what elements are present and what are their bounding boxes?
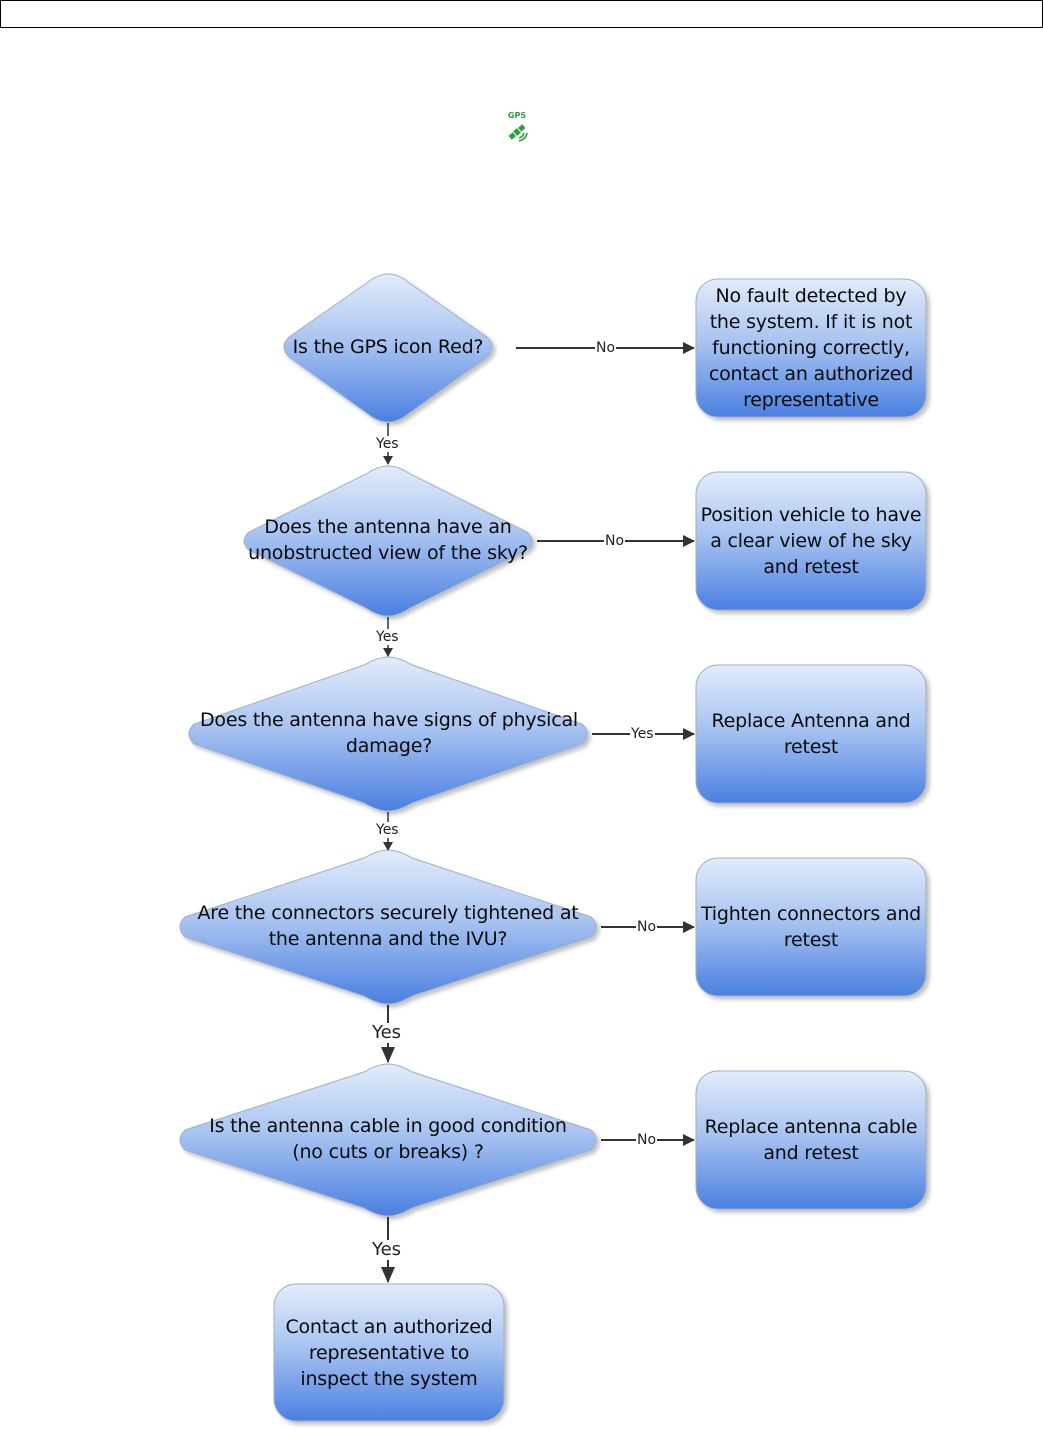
action-a1 (695, 278, 927, 418)
edge-label-q4-q5: Yes (371, 1022, 403, 1043)
decision-q1 (283, 273, 493, 423)
edge-label-q5-a6: Yes (371, 1239, 403, 1260)
gps-icon-label: GPS (508, 111, 526, 120)
decision-q4 (179, 849, 597, 1005)
action-a3-text: Replace Antenna and retest (711, 710, 911, 758)
decision-q4-text: Are the connectors securely tightened at… (197, 902, 579, 950)
header-bar (0, 0, 1043, 28)
decision-q2-text: Does the antenna have an unobstructed vi… (248, 516, 528, 564)
edge-label-q1-q2: Yes (375, 436, 400, 452)
action-a2 (695, 471, 927, 611)
edge-label-q4-a4: No (636, 919, 658, 935)
edge-label-q2-q3: Yes (375, 629, 400, 645)
edge-label-q1-a1: No (595, 340, 617, 356)
decision-q5 (179, 1063, 597, 1217)
action-a6 (273, 1283, 505, 1422)
action-a3 (695, 664, 927, 804)
edge-label-q3-a3: Yes (630, 726, 655, 742)
decision-q1-text: Is the GPS icon Red? (292, 336, 484, 358)
action-a2-text: Position vehicle to have a clear view of… (700, 504, 922, 578)
decision-q3-text: Does the antenna have signs of physical … (199, 709, 579, 757)
action-a4-text: Tighten connectors and retest (700, 903, 922, 951)
decision-q3 (188, 656, 588, 812)
action-a1-text: No fault detected by the system. If it i… (708, 285, 914, 411)
action-a5 (695, 1070, 927, 1210)
action-a4 (695, 857, 927, 997)
edge-label-q2-a2: No (604, 533, 626, 549)
decision-q5-text: Is the antenna cable in good condition (… (209, 1115, 567, 1163)
edge-label-q3-q4: Yes (375, 822, 400, 838)
edge-label-q5-a5: No (636, 1132, 658, 1148)
action-a6-text: Contact an authorized representative to … (285, 1315, 493, 1390)
action-a5-text: Replace antenna cable and retest (704, 1116, 918, 1164)
gps-satellite-icon: GPS (508, 111, 528, 142)
decision-q2 (243, 465, 533, 617)
